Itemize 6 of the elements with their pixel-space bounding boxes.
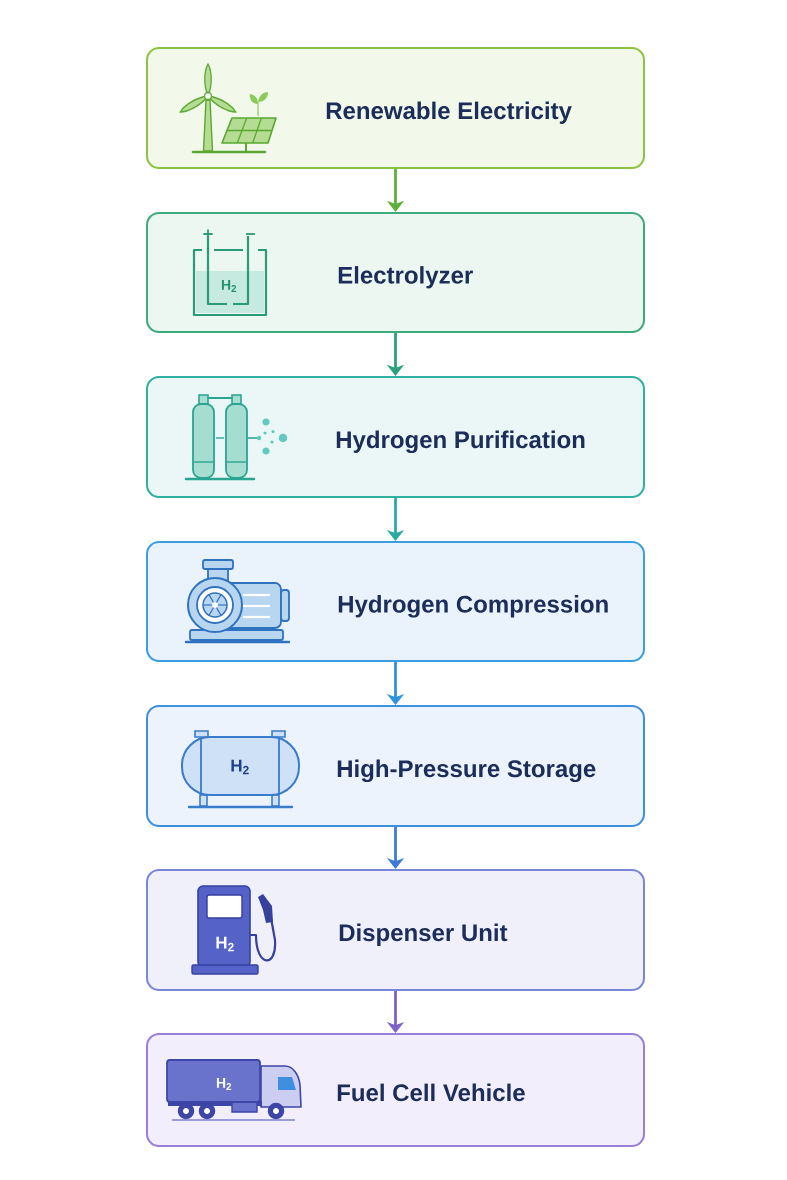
process-box: Hydrogen Purification bbox=[146, 376, 645, 498]
formula-label: H$_{2}$ bbox=[231, 759, 249, 775]
process-box: Renewable Electricity bbox=[146, 47, 645, 169]
formula-label: H$_{2}$ bbox=[216, 936, 234, 952]
formula-label: H$_{2}$ bbox=[221, 280, 237, 292]
formula-label: H$_{2}$ bbox=[216, 1078, 232, 1090]
